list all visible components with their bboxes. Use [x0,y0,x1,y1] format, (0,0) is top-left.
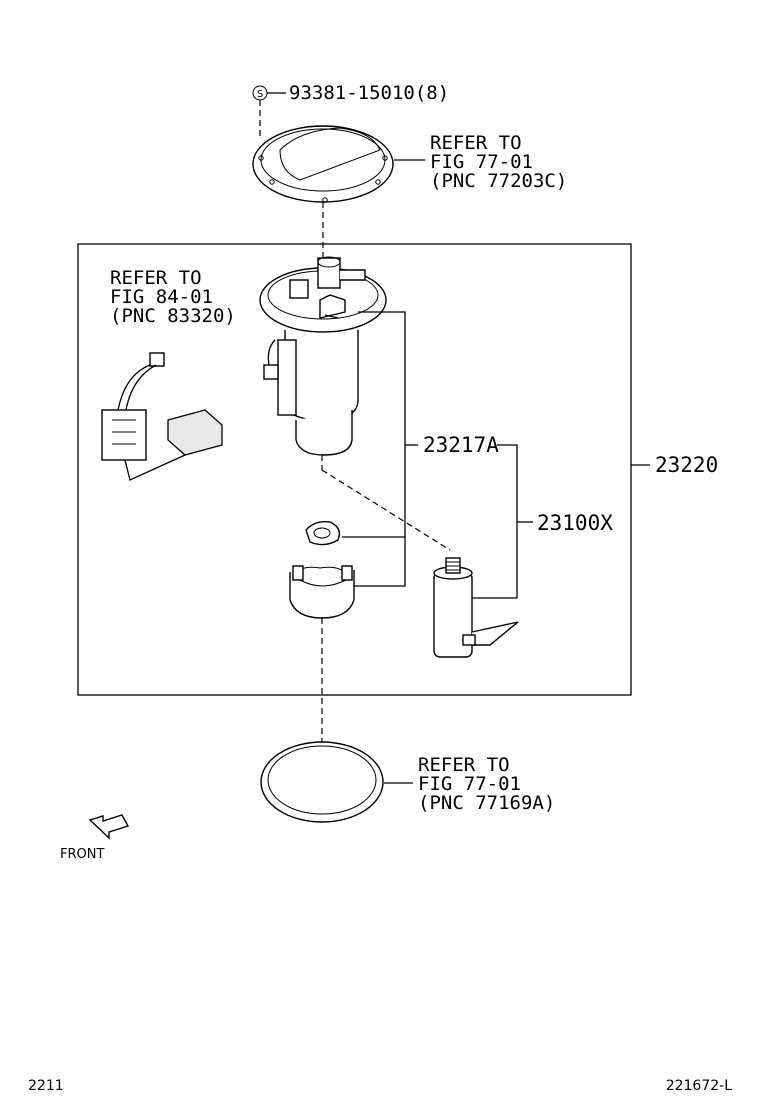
refer-harness-line3: (PNC 83320) [110,305,236,327]
pump-dash-line [321,469,451,551]
refer-gasket-line1: REFER TO [418,754,510,776]
bolt-symbol-letter: S [257,89,263,100]
fuel-pump[interactable] [433,557,519,658]
gasket[interactable] [260,741,384,823]
refer-top-line2[interactable]: FIG 77-01 [430,151,533,173]
refer-harness-line2[interactable]: FIG 84-01 [110,286,213,308]
retainer-plate[interactable] [252,125,394,203]
refer-top-line1: REFER TO [430,132,522,154]
wire-harness[interactable] [101,352,223,481]
bolt-part-number[interactable]: 93381-15010(8) [289,82,449,104]
small-clip[interactable] [305,520,341,546]
refer-harness-line1: REFER TO [110,267,202,289]
part-23100x-label[interactable]: 23100X [537,511,613,535]
part-23220-label[interactable]: 23220 [655,453,718,477]
fuel-pump-module[interactable] [259,256,387,456]
footer-left-code: 2211 [28,1078,64,1094]
refer-gasket-line3: (PNC 77169A) [418,792,555,814]
bracket-23100x [470,444,533,599]
bolt-callout: S 93381-15010(8) [252,82,449,140]
footer-right-code: 221672-L [666,1078,732,1094]
refer-top-line3: (PNC 77203C) [430,170,567,192]
bracket-23217a [342,311,418,587]
part-23217a-label[interactable]: 23217A [423,433,499,457]
pump-holder[interactable] [289,565,355,619]
refer-gasket-line2[interactable]: FIG 77-01 [418,773,521,795]
assembly-box [77,243,632,696]
front-label: FRONT [60,847,104,862]
front-arrow-icon [88,814,130,840]
